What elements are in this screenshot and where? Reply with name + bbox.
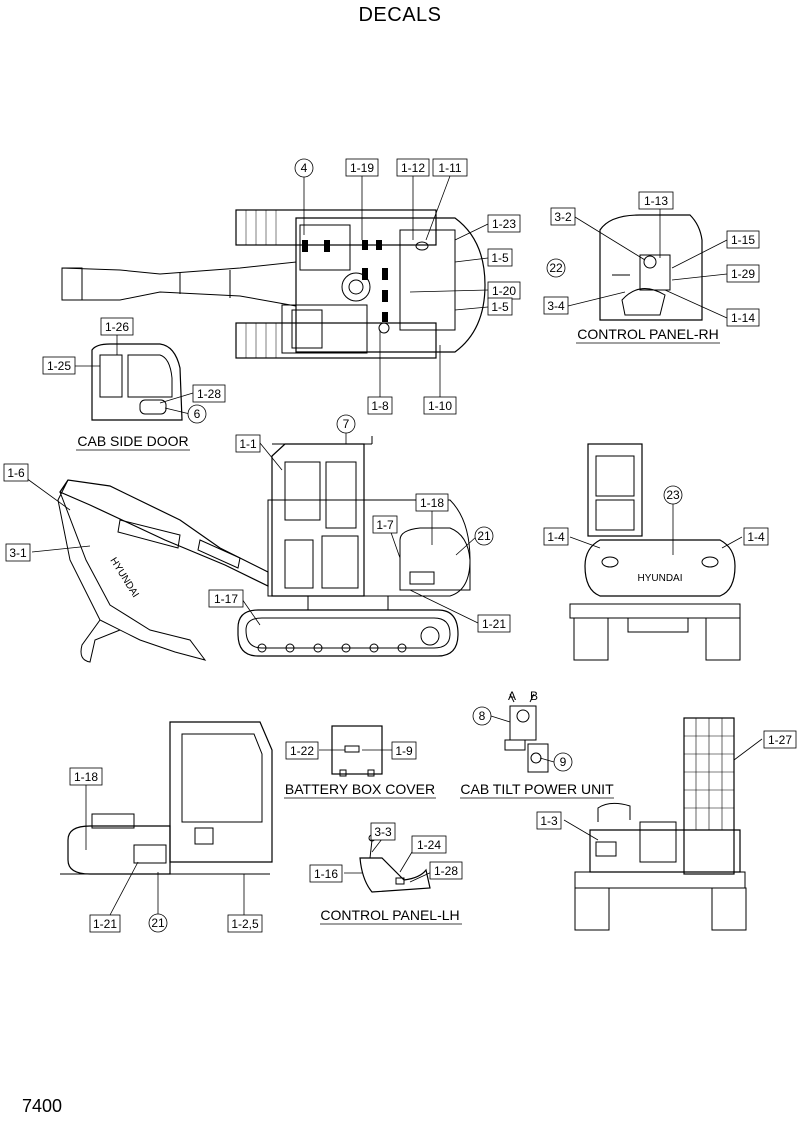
rear-brand-text: HYUNDAI — [637, 573, 682, 584]
callout-1-21-side: 1-21 — [482, 617, 506, 631]
callout-1-28-door: 1-28 — [197, 387, 221, 401]
callout-1-3: 1-3 — [540, 814, 558, 828]
cab-tilt-power-unit-drawing — [504, 693, 549, 773]
callout-1-15: 1-15 — [731, 233, 755, 247]
callout-3-2: 3-2 — [554, 210, 572, 224]
cab-side-door-drawing — [91, 343, 183, 421]
caption-cab-tilt-power-unit: CAB TILT POWER UNIT — [460, 781, 614, 797]
caption-control-panel-rh: CONTROL PANEL-RH — [577, 326, 719, 342]
control-panel-lh-drawing — [359, 834, 431, 893]
callout-1-18-left: 1-18 — [74, 770, 98, 784]
callout-1-5-bottom: 1-5 — [491, 300, 509, 314]
callout-1-26: 1-26 — [105, 320, 129, 334]
callout-1-25: 1-25 — [47, 359, 71, 373]
callout-1-5-top: 1-5 — [491, 251, 509, 265]
page-number: 7400 — [22, 1096, 63, 1116]
leader-lines — [25, 175, 763, 918]
caption-battery-box-cover: BATTERY BOX COVER — [285, 781, 435, 797]
callout-1-20: 1-20 — [492, 284, 516, 298]
battery-box-cover-drawing — [331, 725, 383, 777]
callout-1-1: 1-1 — [239, 437, 257, 451]
page-title: DECALS — [358, 4, 442, 26]
top-view-drawing — [61, 209, 486, 359]
callout-21-side: 21 — [477, 529, 491, 543]
callout-21-left: 21 — [151, 916, 165, 930]
callout-labels: 4 1-19 1-12 1-11 1-23 1-5 1-20 1-5 1-8 1… — [7, 161, 792, 931]
callout-1-7: 1-7 — [376, 518, 394, 532]
control-panel-rh-drawing — [599, 214, 703, 321]
callout-1-6: 1-6 — [7, 466, 25, 480]
callout-1-27: 1-27 — [768, 733, 792, 747]
front-view-drawing — [574, 717, 747, 931]
callout-3-3: 3-3 — [374, 825, 392, 839]
callout-1-4-right: 1-4 — [747, 530, 765, 544]
callout-1-11: 1-11 — [438, 161, 461, 175]
callout-23: 23 — [666, 488, 680, 502]
side-view-drawing — [57, 436, 471, 663]
callout-1-29: 1-29 — [731, 267, 755, 281]
callout-3-1: 3-1 — [9, 546, 27, 560]
callout-a: A — [508, 689, 516, 703]
caption-underlines — [76, 342, 720, 925]
callout-1-21-left: 1-21 — [93, 917, 117, 931]
callout-1-9: 1-9 — [395, 744, 413, 758]
rear-view-drawing: HYUNDAI — [569, 443, 741, 661]
callout-1-12: 1-12 — [401, 161, 425, 175]
callout-4: 4 — [301, 161, 308, 175]
left-side-view-drawing — [60, 721, 273, 875]
callout-1-13: 1-13 — [644, 194, 668, 208]
callout-9: 9 — [560, 755, 567, 769]
callout-markers — [3, 158, 797, 933]
callout-1-4-left: 1-4 — [547, 530, 565, 544]
callout-1-18-side: 1-18 — [420, 496, 444, 510]
callout-7: 7 — [343, 417, 350, 431]
callout-3-4: 3-4 — [547, 299, 565, 313]
callout-1-8: 1-8 — [371, 399, 389, 413]
callout-1-14: 1-14 — [731, 311, 755, 325]
callout-1-17: 1-17 — [214, 592, 238, 606]
callout-1-23: 1-23 — [492, 217, 516, 231]
callout-6: 6 — [194, 407, 201, 421]
callout-8: 8 — [479, 709, 486, 723]
callout-1-16: 1-16 — [314, 867, 338, 881]
caption-cab-side-door: CAB SIDE DOOR — [77, 433, 188, 449]
callout-1-2-5: 1-2,5 — [231, 917, 259, 931]
captions: CAB SIDE DOOR CONTROL PANEL-RH BATTERY B… — [77, 326, 718, 923]
callout-1-19: 1-19 — [350, 161, 374, 175]
callout-1-24: 1-24 — [417, 838, 441, 852]
callout-1-22: 1-22 — [290, 744, 314, 758]
callout-1-28-lh: 1-28 — [434, 864, 458, 878]
caption-control-panel-lh: CONTROL PANEL-LH — [320, 907, 459, 923]
callout-1-10: 1-10 — [428, 399, 452, 413]
callout-b: B — [530, 689, 538, 703]
callout-22: 22 — [549, 261, 563, 275]
boom-brand-text: HYUNDAI — [107, 556, 140, 600]
